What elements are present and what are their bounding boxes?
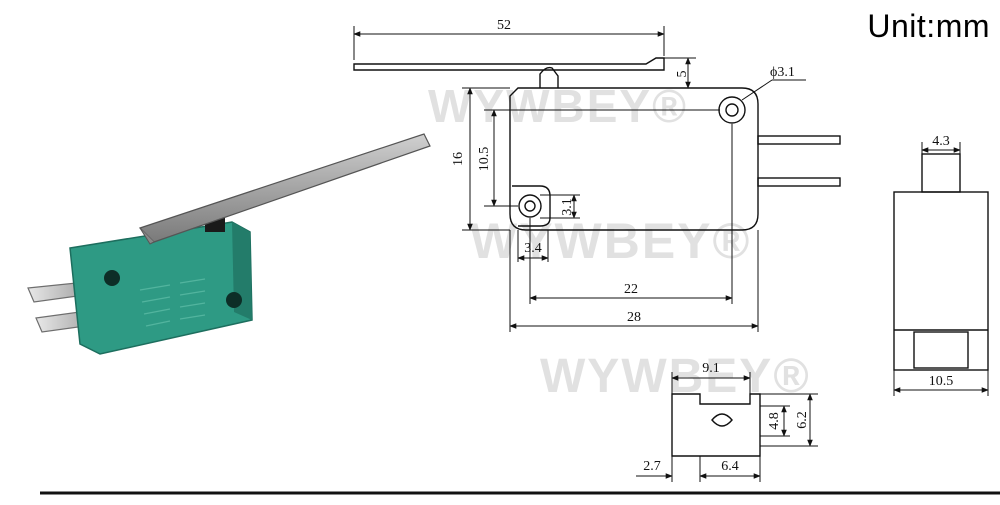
- dim-actuator-width: 4.3: [932, 134, 950, 149]
- watermark-bottom: WYWBEY®: [540, 350, 811, 403]
- dim-hole-offset: 3.1: [560, 198, 575, 216]
- watermarks: WYWBEY® WYWBEY® WYWBEY®: [428, 80, 811, 403]
- dim-terminal-width: 9.1: [702, 361, 720, 376]
- lever-outline: [353, 57, 665, 71]
- dim-body-width: 10.5: [929, 374, 954, 389]
- mounting-hole-left: [104, 270, 120, 286]
- end-view-dimension-labels: 4.3 10.5: [929, 134, 954, 389]
- terminal-dimension-labels: 9.1 4.8 6.2 2.7 6.4: [643, 361, 810, 474]
- terminal-hole: [711, 413, 733, 427]
- dim-hole-spacing: 22: [624, 282, 638, 297]
- dim-lever-length: 52: [497, 18, 511, 33]
- dim-terminal-tab-width: 6.4: [721, 459, 739, 474]
- terminal-detail-drawing: [671, 393, 761, 457]
- terminal-upper: [757, 135, 841, 145]
- watermark-middle: WYWBEY®: [470, 213, 751, 269]
- dim-hole-diameter: ϕ3.1: [770, 65, 795, 80]
- dim-lever-height: 5: [675, 71, 690, 78]
- unit-label: Unit:mm: [867, 8, 990, 44]
- switch-body: [69, 221, 253, 355]
- end-view-actuator: [921, 153, 961, 193]
- mounting-hole-right: [226, 292, 242, 308]
- dim-terminal-height: 6.2: [795, 411, 810, 429]
- terminal-lower: [757, 177, 841, 187]
- side-view-drawing: [353, 57, 841, 231]
- dim-terminal-offset: 2.7: [643, 459, 661, 474]
- end-view-drawing: [893, 153, 989, 371]
- end-view-body: [893, 191, 989, 371]
- dim-body-length: 28: [627, 310, 641, 325]
- dim-hole-from-edge: 3.4: [524, 241, 542, 256]
- dim-terminal-hole-height: 4.8: [767, 412, 782, 430]
- dim-hole-to-hole: 10.5: [477, 147, 492, 172]
- side-view-dimension-labels: 52 5 ϕ3.1 16 10.5 3.1 3.4 22 28: [451, 18, 795, 325]
- switch-lever: [138, 133, 431, 243]
- switch-photo: [27, 133, 431, 355]
- dim-body-height: 16: [451, 152, 466, 166]
- plunger-outline: [539, 66, 559, 88]
